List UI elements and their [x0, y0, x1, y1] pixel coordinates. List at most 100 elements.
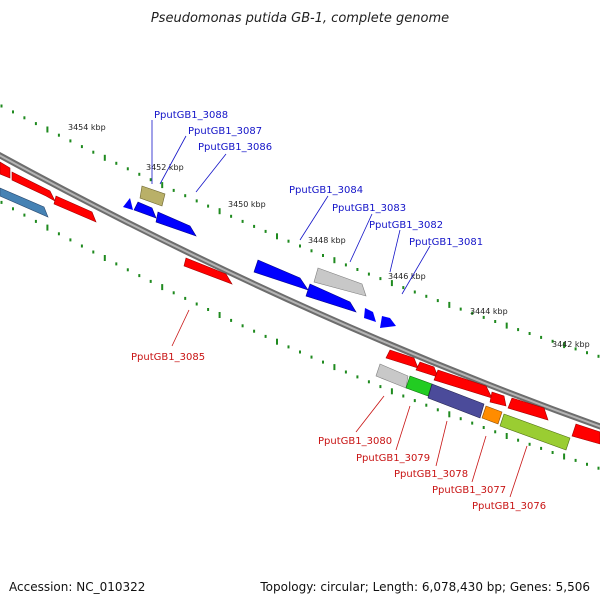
gene-feature	[380, 316, 396, 328]
minor-tick	[149, 178, 152, 182]
minor-tick	[459, 417, 462, 421]
minor-tick	[344, 263, 347, 267]
minor-tick	[126, 167, 129, 171]
major-tick	[161, 182, 164, 189]
minor-tick	[69, 238, 72, 242]
tick-label: 3446 kbp	[388, 272, 426, 281]
gene-feature	[507, 397, 549, 421]
minor-tick	[299, 244, 301, 248]
minor-tick	[597, 466, 600, 470]
minor-tick	[482, 315, 485, 319]
minor-tick	[207, 308, 210, 311]
gene-label: PputGB1_3076	[472, 501, 546, 512]
minor-tick	[310, 355, 313, 359]
minor-tick	[459, 307, 462, 311]
leader-lines	[151, 120, 431, 295]
gene-labels-top: PputGB1_3088 PputGB1_3087 PputGB1_3086 P…	[154, 110, 483, 248]
major-tick	[333, 364, 336, 371]
minor-tick	[23, 116, 26, 120]
backbone	[0, 152, 600, 430]
minor-tick	[172, 188, 175, 192]
minor-tick	[57, 232, 60, 236]
tick-label: 3454 kbp	[68, 123, 106, 132]
gene-feature	[313, 267, 367, 297]
gene-feature	[405, 375, 433, 397]
major-tick	[218, 208, 221, 215]
minor-tick	[115, 262, 118, 266]
tick-tracks	[0, 104, 600, 470]
minor-tick	[264, 334, 267, 338]
gene-feature	[133, 201, 157, 219]
accession-label: Accession: NC_010322	[9, 580, 146, 594]
minor-tick	[540, 335, 543, 339]
minor-tick	[551, 451, 554, 454]
gene-feature	[489, 391, 507, 407]
minor-tick	[379, 277, 382, 281]
major-tick	[505, 433, 508, 439]
minor-tick	[172, 291, 175, 295]
gene-feature	[0, 161, 11, 179]
minor-tick	[528, 332, 531, 335]
minor-tick	[425, 403, 428, 407]
minor-tick	[195, 302, 198, 306]
minor-tick	[92, 250, 95, 254]
minor-tick	[299, 350, 301, 354]
minor-tick	[138, 274, 141, 278]
gene-label: PputGB1_3082	[369, 220, 443, 231]
minor-tick	[115, 161, 118, 165]
tick-label: 3452 kbp	[146, 163, 184, 172]
gene-feature	[427, 383, 485, 419]
gene-labels-bottom: PputGB1_3085 PputGB1_3080 PputGB1_3079 P…	[131, 352, 546, 512]
minor-tick	[402, 394, 405, 398]
map-title: Pseudomonas putida GB-1, complete genome	[151, 11, 449, 26]
minor-tick	[482, 426, 485, 429]
gene-label: PputGB1_3083	[332, 203, 406, 214]
minor-tick	[207, 204, 210, 208]
minor-tick	[586, 462, 588, 466]
minor-tick	[528, 442, 531, 446]
gene-feature	[571, 423, 600, 445]
minor-tick	[517, 328, 520, 332]
minor-tick	[184, 194, 187, 198]
gene-feature	[53, 195, 97, 223]
minor-tick	[322, 254, 324, 257]
major-tick	[563, 342, 566, 349]
gene-label: PputGB1_3078	[394, 469, 468, 480]
genome-summary: Topology: circular; Length: 6,078,430 bp…	[260, 580, 590, 594]
gene-feature	[155, 211, 197, 237]
minor-tick	[69, 139, 72, 143]
minor-tick	[356, 375, 359, 379]
major-tick	[390, 388, 393, 395]
minor-tick	[287, 239, 290, 243]
tick-labels: 3454 kbp 3452 kbp 3450 kbp 3448 kbp 3446…	[68, 123, 590, 349]
gene-feature	[481, 405, 503, 425]
major-tick	[505, 322, 508, 329]
minor-tick	[12, 207, 14, 211]
major-tick	[333, 257, 336, 264]
minor-tick	[23, 213, 26, 217]
minor-tick	[551, 339, 554, 343]
minor-tick	[253, 329, 256, 333]
minor-tick	[436, 408, 439, 412]
gene-label: PputGB1_3084	[289, 185, 363, 196]
minor-tick	[80, 244, 83, 248]
major-tick	[218, 312, 221, 318]
minor-tick	[367, 380, 370, 384]
gene-feature	[375, 363, 409, 389]
gene-label: PputGB1_3087	[188, 126, 262, 137]
minor-tick	[287, 345, 290, 349]
minor-tick	[80, 145, 83, 149]
gene-label: PputGB1_3085	[131, 352, 205, 363]
major-tick	[448, 301, 451, 308]
minor-tick	[471, 311, 474, 315]
major-tick	[103, 255, 106, 261]
major-tick	[46, 224, 49, 231]
gene-feature	[305, 283, 357, 313]
minor-tick	[0, 104, 3, 108]
minor-tick	[253, 224, 256, 228]
minor-tick	[367, 272, 370, 276]
minor-tick	[57, 133, 60, 137]
minor-tick	[241, 219, 244, 223]
gene-label: PputGB1_3081	[409, 237, 483, 248]
minor-tick	[413, 290, 416, 294]
